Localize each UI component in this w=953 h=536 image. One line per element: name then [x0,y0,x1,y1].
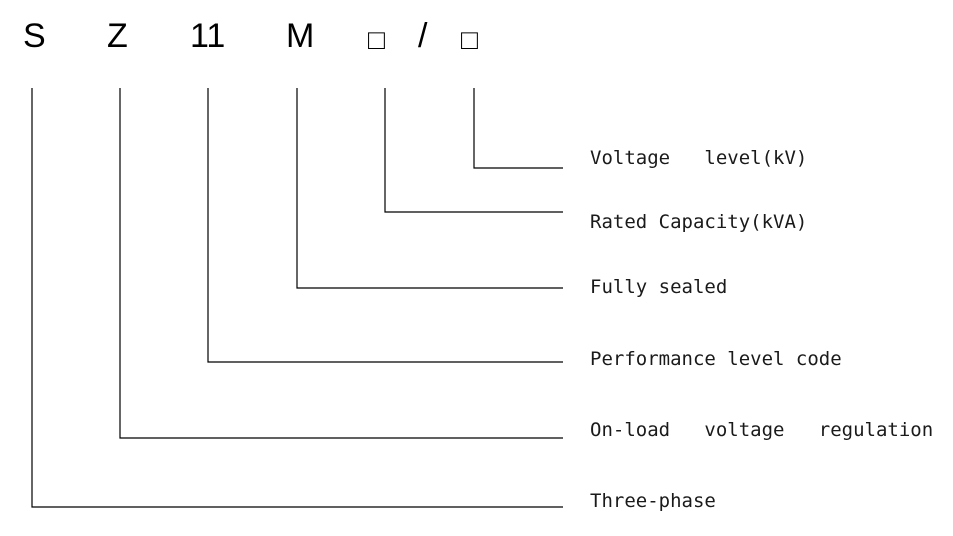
code-m: M [286,17,315,55]
line-voltage-level [473,88,563,169]
code-number: 11 [190,17,226,55]
line-rated-capacity [384,88,563,213]
line-three-phase [31,88,563,508]
label-performance-level: Performance level code [590,348,842,370]
label-three-phase: Three-phase [590,490,716,512]
label-onload-regulation: On-load voltage regulation [590,419,934,441]
code-z: Z [107,17,128,55]
line-onload [119,88,563,439]
line-performance [207,88,563,363]
line-fully-sealed [296,88,563,289]
label-fully-sealed: Fully sealed [590,276,728,298]
code-box-voltage: □ [461,24,478,55]
code-box-capacity: □ [368,24,385,55]
label-rated-capacity: Rated Capacity(kVA) [590,211,808,233]
code-s: S [23,17,46,55]
code-slash: / [418,17,428,55]
label-voltage-level: Voltage level(kV) [590,147,808,169]
